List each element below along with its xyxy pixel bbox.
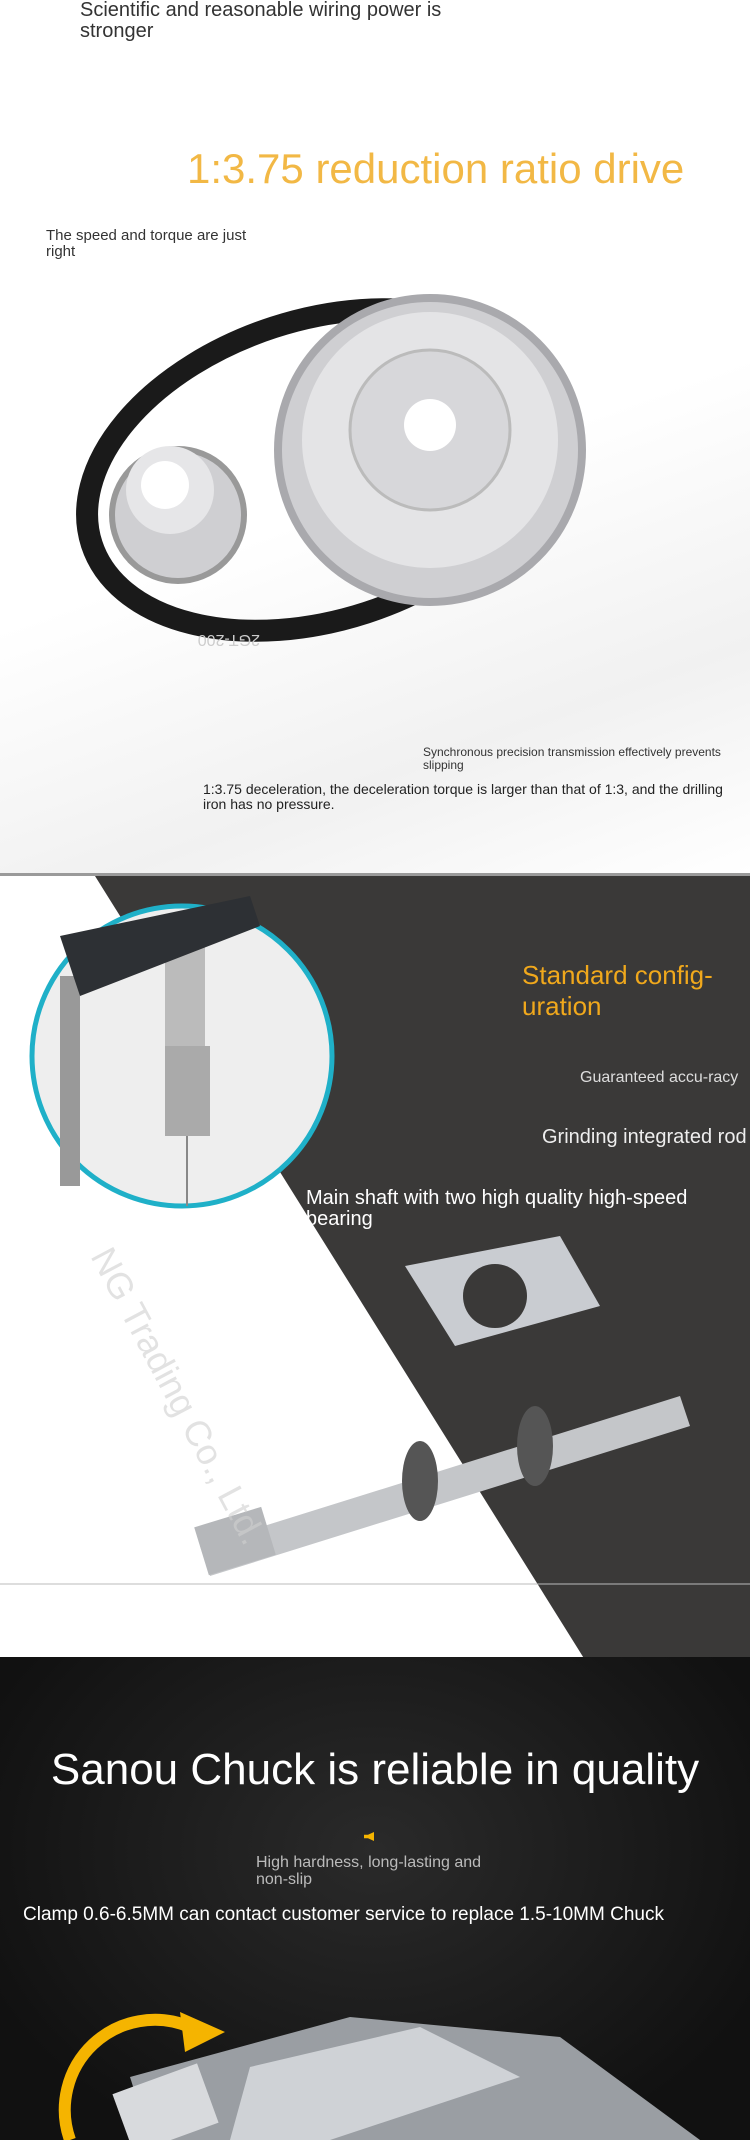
- config-heading: Standard config-uration: [522, 960, 713, 1022]
- intro-text: Scientific and reasonable wiring power i…: [80, 0, 442, 42]
- chuck-title: Sanou Chuck is reliable in quality: [50, 1745, 700, 1794]
- reduction-ratio-section: Scientific and reasonable wiring power i…: [0, 0, 750, 873]
- pulley-belt-image: 2GT-200: [76, 294, 586, 648]
- rotate-arrow-icon: [58, 2013, 193, 2140]
- background-shapes: NG Trading Co., Ltd.: [0, 876, 750, 1660]
- shaft-support-image: [405, 1236, 600, 1346]
- feature-accuracy: Guaranteed accu-racy: [580, 1069, 739, 1086]
- chuck-note: Clamp 0.6-6.5MM can contact customer ser…: [23, 1904, 664, 1925]
- chuck-quality-section: Sanou Chuck is reliable in quality High …: [0, 1657, 750, 2140]
- belt-marking: 2GT-200: [198, 631, 260, 648]
- speaker-icon: [364, 1832, 374, 1841]
- subtitle-text: The speed and torque are just right: [46, 227, 247, 260]
- section-title: 1:3.75 reduction ratio drive: [187, 145, 685, 192]
- main-shaft-image: [194, 1396, 690, 1576]
- note-text: 1:3.75 deceleration, the deceleration to…: [203, 781, 723, 812]
- standard-configuration-section: NG Trading Co., Ltd. Standard config-ura…: [0, 873, 750, 1660]
- chuck-image: [58, 2012, 700, 2140]
- chuck-feature: High hardness, long-lasting and non-slip: [256, 1854, 482, 1888]
- feature-bearing: Main shaft with two high quality high-sp…: [306, 1187, 688, 1230]
- feature-integrated-rod: Grinding integrated rod: [542, 1126, 747, 1148]
- note-small: Synchronous precision transmission effec…: [423, 745, 721, 772]
